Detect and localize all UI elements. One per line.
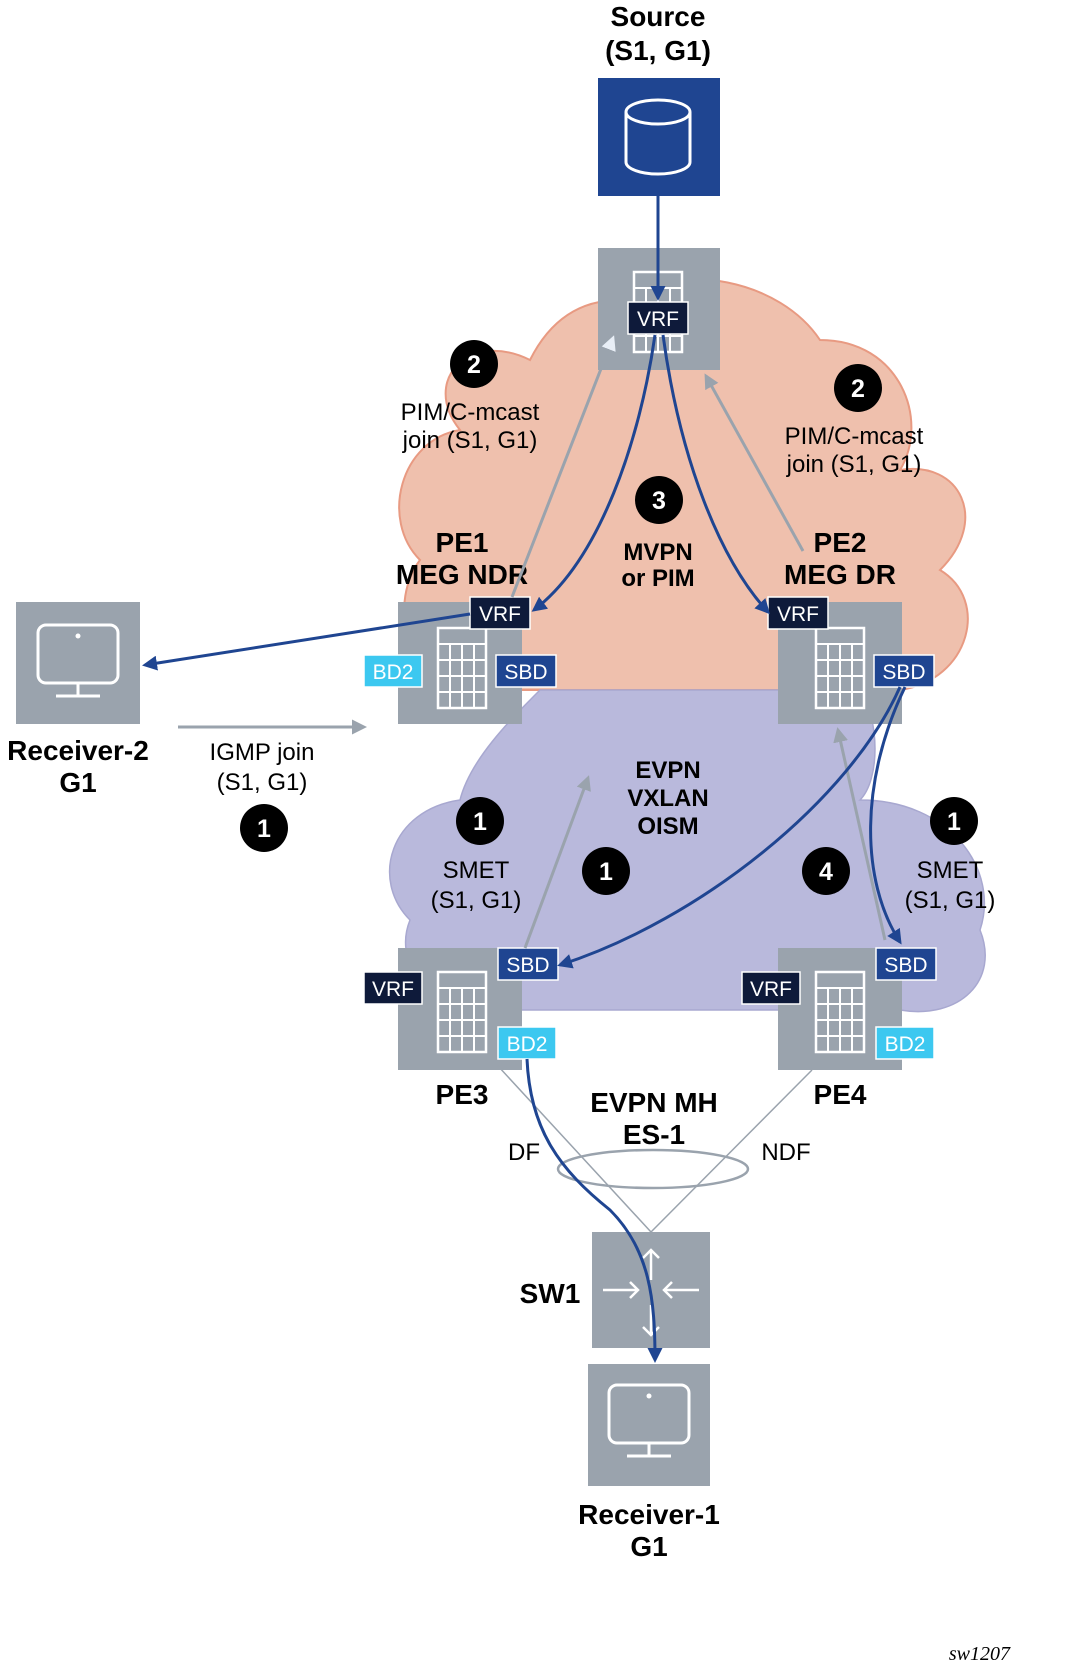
receiver-2-name: Receiver-2 xyxy=(7,735,149,766)
pe1-vrf-tag: VRF xyxy=(479,603,521,626)
step-badges: 2 2 3 1 1 1 1 4 xyxy=(240,340,978,895)
smet-right-label-1: SMET xyxy=(917,857,984,884)
svg-text:1: 1 xyxy=(947,808,961,836)
source-title: Source xyxy=(611,1,706,32)
pim-right-label-2: join (S1, G1) xyxy=(786,451,922,478)
pe1-join-arrow xyxy=(510,335,616,598)
pim-right-label-1: PIM/C-mcast xyxy=(785,423,924,450)
smet-left-label-2: (S1, G1) xyxy=(431,887,522,914)
pe3-node[interactable]: VRF SBD BD2 PE3 xyxy=(363,947,559,1110)
evpn-label-3: OISM xyxy=(637,813,698,840)
receiver-1-name: Receiver-1 xyxy=(578,1499,720,1530)
pe4-vrf-tag: VRF xyxy=(750,978,792,1001)
pe3-smet-arrow xyxy=(523,775,591,949)
step-badge-smet-left: 1 xyxy=(456,797,504,845)
database-icon xyxy=(624,98,692,176)
source-subtitle: (S1, G1) xyxy=(605,35,711,66)
pe4-node[interactable]: VRF SBD BD2 PE4 xyxy=(741,947,937,1110)
pe2-vrf-tag: VRF xyxy=(777,603,819,626)
receiver-1-node[interactable]: Receiver-1 G1 xyxy=(578,1364,720,1562)
pe2-sbd-tag: SBD xyxy=(882,661,925,684)
flow-arrows xyxy=(142,196,907,1363)
pe1-sbd-tag: SBD xyxy=(504,661,547,684)
vrf-to-pe2-arrow xyxy=(661,334,771,615)
mvpn-label-2: or PIM xyxy=(621,565,694,592)
step-badge-smet-center: 1 xyxy=(582,847,630,895)
receiver-2-group: G1 xyxy=(59,767,96,798)
ndf-label: NDF xyxy=(761,1139,810,1166)
igmp-label-1: IGMP join xyxy=(210,739,315,766)
pe3-vrf-tag: VRF xyxy=(372,978,414,1001)
step-badge-pim-right: 2 xyxy=(834,364,882,412)
svg-text:1: 1 xyxy=(599,858,613,886)
svg-text:1: 1 xyxy=(257,815,271,843)
svg-text:4: 4 xyxy=(819,858,833,886)
pe1-role: MEG NDR xyxy=(396,559,528,590)
smet-right-label-2: (S1, G1) xyxy=(905,887,996,914)
pe2-role: MEG DR xyxy=(784,559,896,590)
pe4-bd2-tag: BD2 xyxy=(885,1033,926,1056)
df-label: DF xyxy=(508,1139,540,1166)
evpn-mh-label-1: EVPN MH xyxy=(590,1087,718,1118)
pe2-name: PE2 xyxy=(814,527,867,558)
pe2-node[interactable]: PE2 MEG DR VRF SBD xyxy=(767,527,935,724)
igmp-label-2: (S1, G1) xyxy=(217,769,308,796)
mvpn-label-1: MVPN xyxy=(623,539,692,566)
pim-left-label-2: join (S1, G1) xyxy=(402,427,538,454)
smet-left-label-1: SMET xyxy=(443,857,510,884)
svg-text:3: 3 xyxy=(652,487,666,515)
pe3-name: PE3 xyxy=(436,1079,489,1110)
pe4-sbd-tag: SBD xyxy=(884,954,927,977)
pe2-join-arrow xyxy=(704,373,805,552)
step-badge-pe2-pe3: 4 xyxy=(802,847,850,895)
pe2-to-pe4-arrow xyxy=(869,686,907,945)
source-node[interactable]: Source (S1, G1) xyxy=(598,1,720,196)
receiver-2-node[interactable]: Receiver-2 G1 xyxy=(7,602,149,798)
pe1-to-receiver2-arrow xyxy=(142,612,471,671)
core-cloud xyxy=(398,278,969,691)
svg-text:2: 2 xyxy=(467,351,481,379)
step-badge-mvpn: 3 xyxy=(635,476,683,524)
switch-icon xyxy=(603,1248,699,1337)
pe2-to-pe3-arrow xyxy=(557,686,902,969)
evpn-mh-label-2: ES-1 xyxy=(623,1119,685,1150)
pe4-name: PE4 xyxy=(814,1079,867,1110)
sw1-node[interactable]: SW1 xyxy=(520,1232,710,1348)
evpn-label-2: VXLAN xyxy=(627,785,708,812)
es1-links xyxy=(497,1065,813,1233)
step-badge-pim-left: 2 xyxy=(450,340,498,388)
step-badge-igmp: 1 xyxy=(240,804,288,852)
evpn-label-1: EVPN xyxy=(635,757,700,784)
svg-text:2: 2 xyxy=(851,375,865,403)
pe1-name: PE1 xyxy=(436,527,489,558)
svg-text:1: 1 xyxy=(473,808,487,836)
figure-id: sw1207 xyxy=(949,1643,1011,1665)
vrf-to-pe1-arrow xyxy=(531,334,657,612)
receiver-1-group: G1 xyxy=(630,1531,667,1562)
pe3-sbd-tag: SBD xyxy=(506,954,549,977)
sw1-name: SW1 xyxy=(520,1278,581,1309)
top-vrf-tag: VRF xyxy=(637,308,679,331)
pe1-bd2-tag: BD2 xyxy=(373,661,414,684)
pe4-smet-arrow xyxy=(833,727,887,941)
annotation-labels: PIM/C-mcast join (S1, G1) PIM/C-mcast jo… xyxy=(210,399,1011,1665)
step-badge-smet-right: 1 xyxy=(930,797,978,845)
pim-left-label-1: PIM/C-mcast xyxy=(401,399,540,426)
pe3-bd2-tag: BD2 xyxy=(507,1033,548,1056)
pe3-to-receiver1-arrow xyxy=(525,1058,663,1363)
